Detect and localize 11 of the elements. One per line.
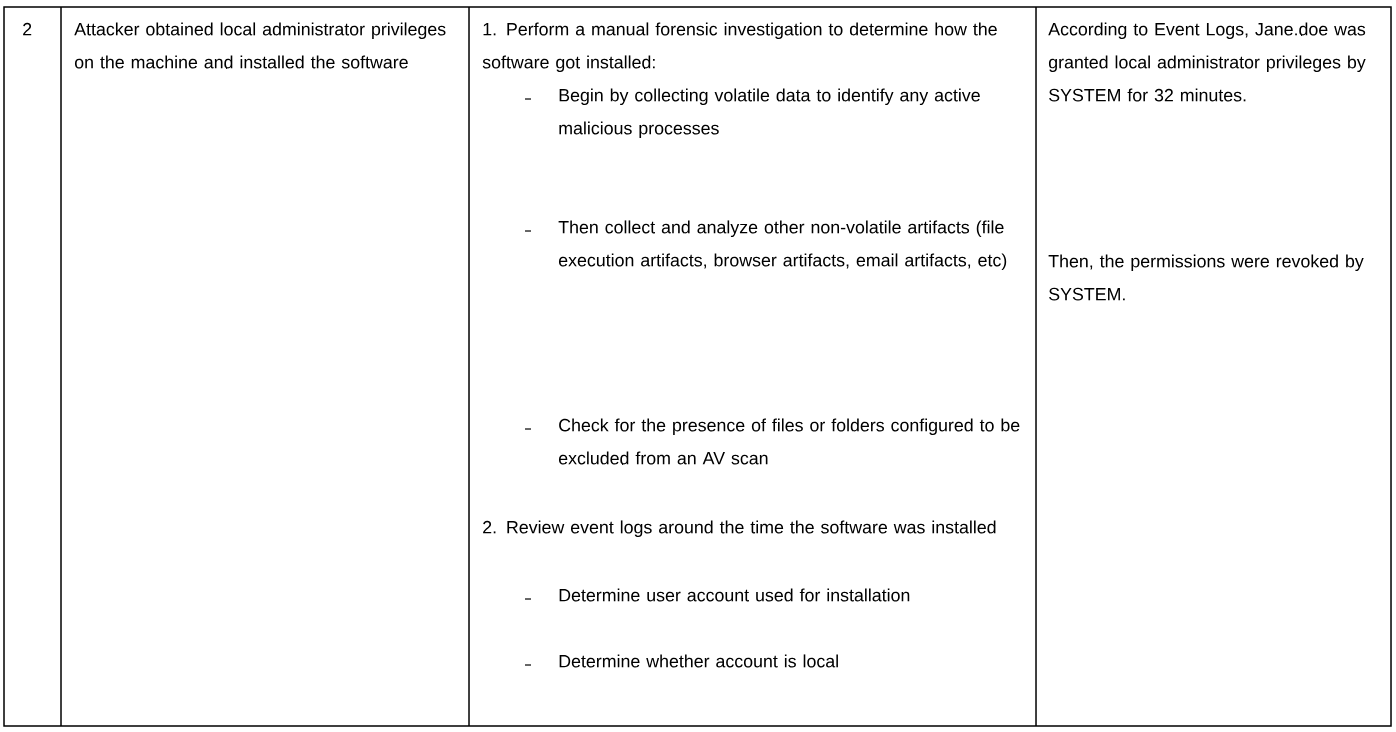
cell-text: Attacker obtained local administrator privileges on the machine and installed the software [74,22,446,69]
cell-text: Determine user account used for installation [559,588,910,602]
cell-text: Determine whether account is local [559,654,838,668]
cell-text: 2 [23,22,32,36]
cell-text: 2. Review event logs around the time the software was installed [483,520,996,537]
cell-text: 1. Perform a manual forensic investigation to determine how the software got installed: [482,22,997,72]
cell-text: Check for the presence of files or folders configured to be excluded from an AV scan [558,418,1020,465]
cell-text: According to Event Logs, Jane.doe was granted local administrator privileges by SYSTEM for 32 minutes. [1048,22,1366,102]
cell-text: Begin by collecting volatile data to identify any active malicious processes [559,88,980,138]
cell-text: Then, the permissions were revoked by SYSTEM. [1048,254,1364,301]
cell-text: Then collect and analyze other non-volatile artifacts (file execution artifacts, browser artifacts, email artifacts, etc) [558,220,1007,270]
